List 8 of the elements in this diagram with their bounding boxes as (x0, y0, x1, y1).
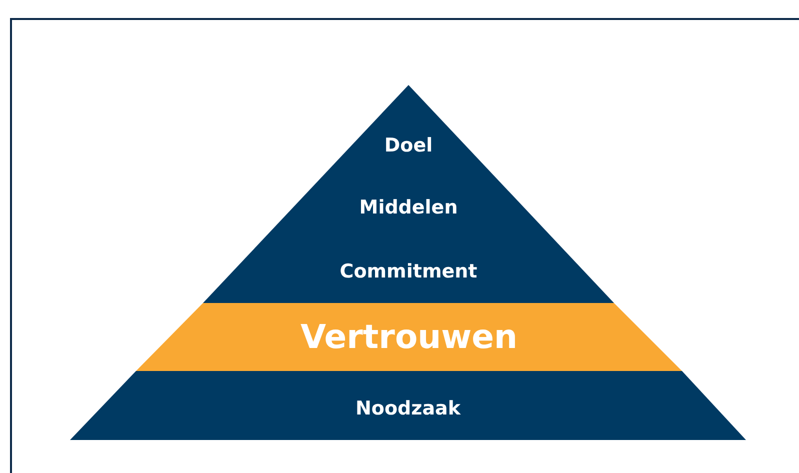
pyramid-tier (203, 85, 614, 303)
tier-label: Doel (384, 136, 433, 156)
tier-label: Noodzaak (356, 398, 460, 420)
tier-label: Middelen (359, 198, 458, 218)
pyramid-tier (136, 303, 682, 371)
pyramid-tier (70, 371, 746, 440)
tier-label: Commitment (340, 262, 478, 282)
tier-label: Vertrouwen (300, 318, 518, 356)
